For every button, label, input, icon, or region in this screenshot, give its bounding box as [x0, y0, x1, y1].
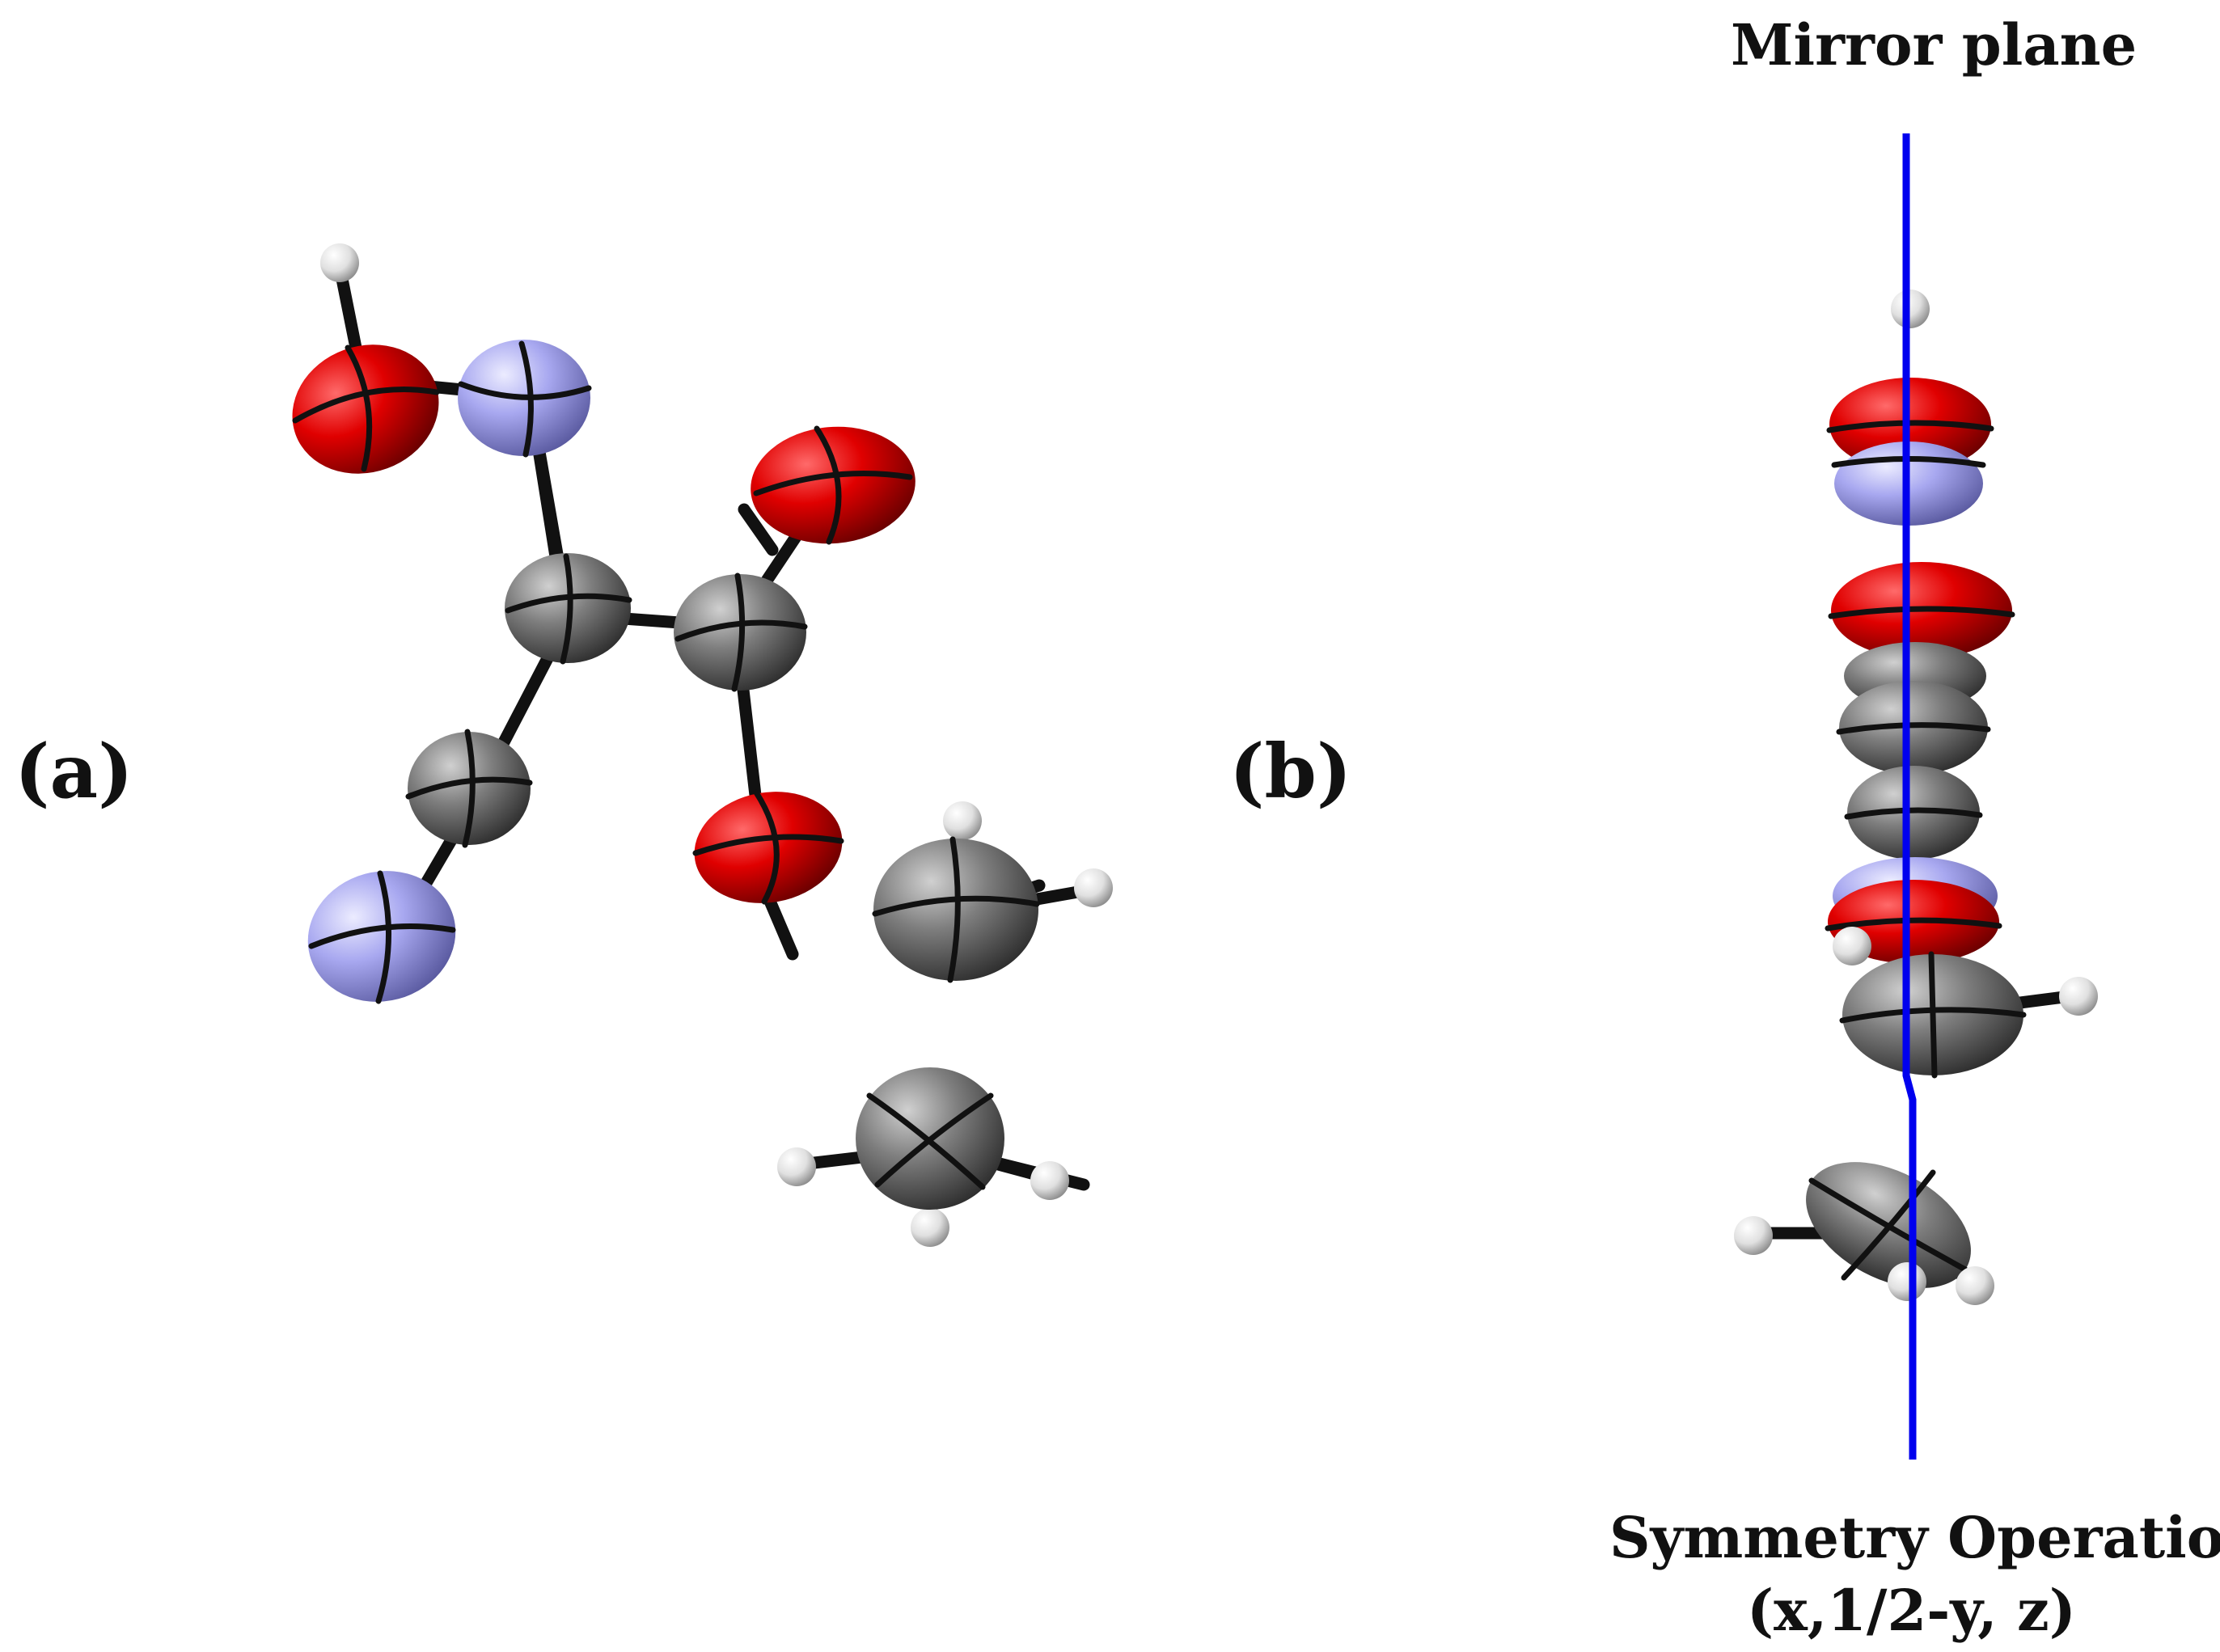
oxygen-atom	[292, 344, 440, 474]
carbon-atom	[405, 729, 533, 848]
hydrogen-atom	[1891, 289, 1930, 328]
symmetry-operation-formula: (x,1/2-y, z)	[1747, 1577, 2076, 1644]
oxygen-atom	[1828, 562, 2015, 659]
oxygen-atom	[692, 789, 844, 905]
nitrogen-atom	[458, 340, 592, 458]
carbon-atom	[872, 836, 1040, 983]
hydrogen-atom	[1030, 1161, 1069, 1200]
hydrogen-atom	[1956, 1266, 1994, 1305]
carbon-atom	[1836, 681, 1991, 775]
panel-a-label: (a)	[15, 728, 133, 815]
carbon-atom	[1839, 951, 2027, 1079]
mirror-plane-line	[1902, 133, 1917, 1460]
carbon-atom	[505, 553, 632, 665]
hydrogen-atom	[1734, 1216, 1773, 1255]
hydrogen-atom	[911, 1208, 949, 1247]
oxygen-atom	[751, 425, 915, 545]
hydrogen-atom	[1833, 927, 1871, 965]
carbon-atom	[856, 1067, 1004, 1210]
hydrogen-atom	[1888, 1262, 1926, 1301]
hydrogen-atom	[777, 1147, 816, 1186]
hydrogen-atom	[1074, 868, 1113, 907]
carbon-atom	[674, 572, 808, 692]
nitrogen-atom	[307, 870, 456, 1004]
hydrogen-atom	[320, 243, 359, 282]
panel-b-label: (b)	[1229, 728, 1352, 815]
hydrogen-atom	[943, 801, 982, 840]
carbon-atom	[1806, 1162, 1971, 1288]
panel-b-molecule	[1734, 133, 2098, 1460]
symmetry-operation-label: Symmetry Operation	[1609, 1504, 2220, 1571]
mirror-plane-title: Mirror plane	[1731, 11, 2138, 78]
panel-a-molecule	[292, 243, 1113, 1247]
carbon-atom	[1844, 766, 1983, 860]
hydrogen-atom	[2059, 977, 2098, 1016]
